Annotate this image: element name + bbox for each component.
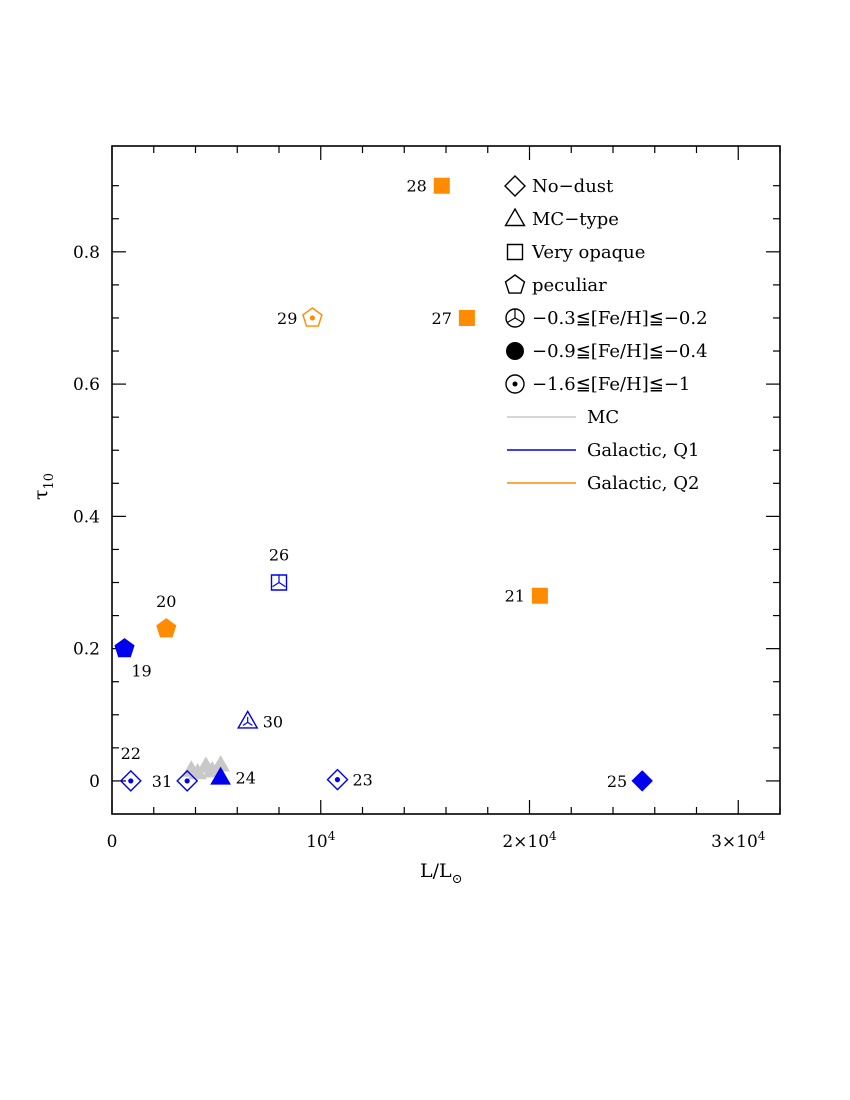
legend-label: Galactic, Q2 <box>587 473 699 494</box>
legend-entry: Very opaque <box>506 242 645 263</box>
x-tick-label: 0 <box>107 832 118 852</box>
legend-circle-dot <box>512 381 518 387</box>
data-point <box>302 307 323 327</box>
data-point <box>210 766 231 785</box>
legend-circle <box>505 374 525 394</box>
point-label: 23 <box>352 771 372 790</box>
data-point <box>114 638 135 658</box>
legend-entry: −1.6≦[Fe/H]≦−1 <box>505 374 690 395</box>
data-point-spoke-1 <box>242 721 249 726</box>
point-label: 31 <box>152 772 172 791</box>
data-point <box>631 770 653 792</box>
y-tick-label: 0.6 <box>73 375 100 395</box>
legend-entry: MC−type <box>504 207 619 230</box>
data-point <box>458 310 475 326</box>
data-point <box>531 587 548 604</box>
legend-label: MC−type <box>532 209 619 230</box>
x-axis-label: L/L⊙ <box>420 860 463 887</box>
data-point-spoke-2 <box>247 721 253 726</box>
data-point <box>270 574 288 591</box>
y-axis-label-sub: 10 <box>42 473 57 490</box>
point-label: 25 <box>607 772 627 791</box>
legend-label: No−dust <box>532 176 614 197</box>
legend-label: MC <box>587 407 619 428</box>
legend-spoke <box>514 317 524 324</box>
axes: 0 104 2×104 3×104 0 0.2 0.4 0.6 0.8 <box>73 145 781 852</box>
legend-label: Very opaque <box>531 242 645 263</box>
data-point <box>176 769 199 792</box>
data-point <box>433 177 450 194</box>
legend-circle-filled <box>506 342 524 360</box>
legend-entry: Galactic, Q2 <box>507 473 699 494</box>
x-tick-label: 3×104 <box>711 829 766 852</box>
point-label: 24 <box>236 769 256 788</box>
legend-label: peculiar <box>532 275 607 296</box>
data-point-dot <box>184 778 190 784</box>
data-point-dot <box>128 778 134 784</box>
y-axis-label: τ10 <box>30 473 57 500</box>
point-label: 26 <box>269 546 289 565</box>
data-point-dot <box>334 777 341 783</box>
data-points: 28 27 29 26 21 20 19 30 24 22 31 23 25 <box>114 177 653 792</box>
y-tick-label: 0.8 <box>73 243 100 263</box>
legend-diamond-icon <box>504 175 526 197</box>
legend-label: Galactic, Q1 <box>587 440 699 461</box>
point-label: 29 <box>277 309 297 328</box>
legend-entry: MC <box>507 407 619 428</box>
point-label: 20 <box>156 592 176 611</box>
legend-label: −0.3≦[Fe/H]≦−0.2 <box>532 308 708 329</box>
x-tick-label: 104 <box>306 829 336 852</box>
data-point <box>119 769 142 792</box>
data-point-spoke-2 <box>278 582 286 588</box>
x-axis-label-sub: ⊙ <box>452 872 463 887</box>
legend-entry: −0.9≦[Fe/H]≦−0.4 <box>506 341 708 362</box>
legend-entry: No−dust <box>504 175 614 197</box>
legend-entry: peculiar <box>504 274 607 296</box>
data-point <box>326 768 349 791</box>
y-tick-label: 0 <box>89 772 100 792</box>
point-label: 30 <box>263 712 283 731</box>
legend-entry: Galactic, Q1 <box>507 440 699 461</box>
point-label: 22 <box>121 744 141 763</box>
legend-square-icon <box>506 243 524 261</box>
point-label: 28 <box>406 177 426 196</box>
legend-label: −1.6≦[Fe/H]≦−1 <box>532 374 690 395</box>
y-tick-label: 0.4 <box>73 507 100 527</box>
data-point-dot <box>309 315 315 321</box>
data-point <box>156 618 177 638</box>
legend-spoke <box>506 317 516 324</box>
legend-entry: −0.3≦[Fe/H]≦−0.2 <box>505 308 708 329</box>
data-point <box>236 709 259 729</box>
mc-points <box>181 755 230 780</box>
data-point-spoke-1 <box>272 582 280 588</box>
legend-pentagon-icon <box>504 274 526 294</box>
y-tick-label: 0.2 <box>73 640 100 660</box>
x-tick-label: 2×104 <box>502 829 557 852</box>
axis-titles: L/L⊙ τ10 <box>30 473 463 887</box>
legend-label: −0.9≦[Fe/H]≦−0.4 <box>532 341 708 362</box>
point-label: 21 <box>505 587 525 606</box>
point-label: 19 <box>131 662 151 681</box>
legend-triangle-icon <box>504 207 526 227</box>
point-label: 27 <box>432 309 452 328</box>
